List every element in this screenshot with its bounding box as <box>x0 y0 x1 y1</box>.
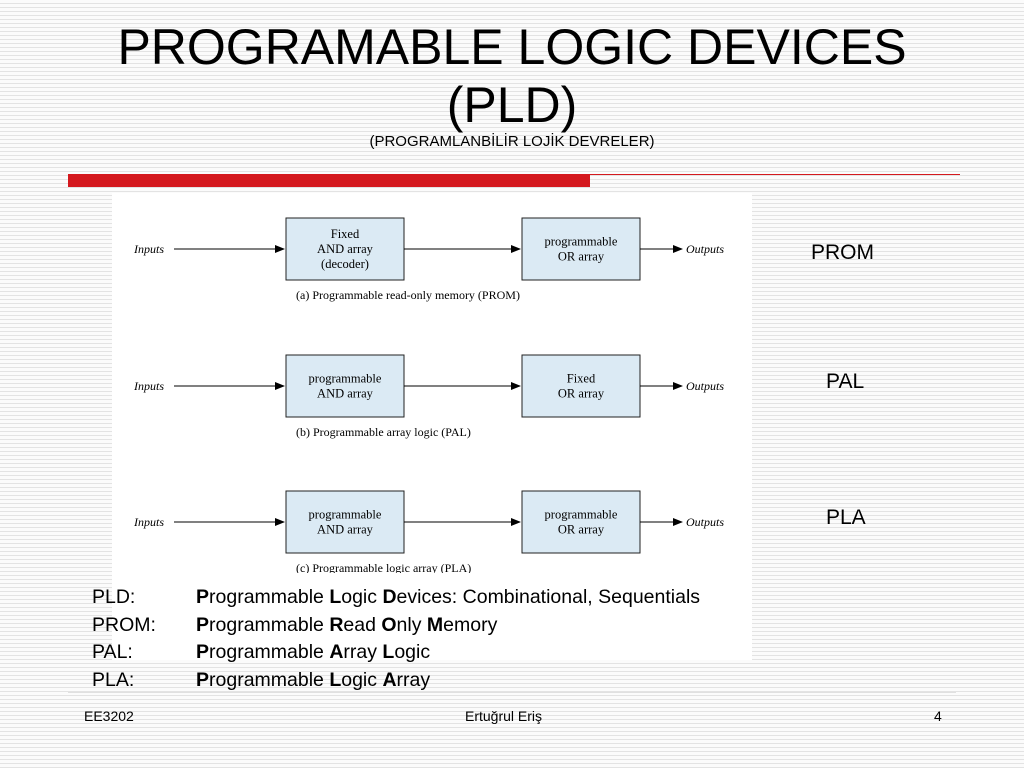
definition-word-rest: ead <box>343 613 382 636</box>
and-array-box-prom <box>285 217 405 281</box>
footer-divider <box>68 692 956 693</box>
definition-word-rest: rogrammable <box>209 668 330 691</box>
outputs-label-prom: Outputs <box>686 242 724 256</box>
definition-expansion: Programmable Logic Array <box>196 667 430 695</box>
or-array-box-pla <box>521 490 641 554</box>
side-label-prom: PROM <box>811 241 874 264</box>
and-box-text-pal: AND array <box>317 387 374 401</box>
footer-course: EE3202 <box>84 708 134 724</box>
definition-initial-letter: P <box>196 641 210 663</box>
definition-word-rest: rray <box>343 641 383 663</box>
outputs-label-pla: Outputs <box>686 515 724 529</box>
slide-subtitle: (PROGRAMLANBİLİR LOJİK DEVRELER) <box>369 133 655 150</box>
definition-initial-letter: P <box>196 613 210 636</box>
definition-acronym: PLD: <box>92 586 136 608</box>
definition-acronym: PROM: <box>92 613 156 636</box>
definition-word-rest: nly <box>396 613 427 636</box>
definition-row: PAL: Programmable Array Logic <box>92 639 812 667</box>
diagram-caption-pal: (b) Programmable array logic (PAL) <box>296 425 471 439</box>
definition-word-rest: evices: Combinational, Sequentials <box>396 586 701 608</box>
and-box-text-prom: Fixed <box>331 227 360 241</box>
side-label-pla: PLA <box>826 506 866 529</box>
acronym-definitions: PLD: Programmable Logic Devices: Combinat… <box>92 584 812 694</box>
slide-title-block: PROGRAMABLE LOGIC DEVICES (PLD) (PROGRAM… <box>0 18 1024 152</box>
and-box-text-prom: (decoder) <box>321 257 369 271</box>
and-box-text-pal: programmable <box>309 372 382 386</box>
definition-initial-letter: L <box>329 586 342 608</box>
definition-initial-letter: D <box>382 586 397 608</box>
title-accent-rule <box>68 174 590 187</box>
definition-initial-letter: M <box>426 613 444 636</box>
inputs-label-pla: Inputs <box>133 515 164 529</box>
outputs-label-pal: Outputs <box>686 379 724 393</box>
footer-page-number: 4 <box>934 708 942 724</box>
or-box-text-pal: Fixed <box>567 372 596 386</box>
definition-expansion: Programmable Array Logic <box>196 639 430 667</box>
definition-word-rest: emory <box>443 613 498 636</box>
or-box-text-prom: programmable <box>545 235 618 249</box>
definition-acronym: PLA: <box>92 668 135 691</box>
definition-acronym: PAL: <box>92 641 133 663</box>
definition-expansion: Programmable Logic Devices: Combinationa… <box>196 584 700 612</box>
definition-row: PLD: Programmable Logic Devices: Combinat… <box>92 584 812 612</box>
definition-word-rest: ogic <box>341 586 383 608</box>
and-array-box-pal <box>285 354 405 418</box>
side-label-pal: PAL <box>826 370 865 393</box>
inputs-label-pal: Inputs <box>133 379 164 393</box>
diagram-caption-pla: (c) Programmable logic array (PLA) <box>296 561 471 573</box>
inputs-label-prom: Inputs <box>133 242 164 256</box>
definition-word-rest: rogrammable <box>209 641 330 663</box>
and-box-text-pla: AND array <box>317 523 374 537</box>
definition-word-rest: rogrammable <box>209 613 330 636</box>
or-array-box-pal <box>521 354 641 418</box>
definition-expansion: Programmable Read Only Memory <box>196 612 497 640</box>
or-box-text-prom: OR array <box>558 250 605 264</box>
definition-word-rest: rray <box>396 668 431 691</box>
definition-row: PROM: Programmable Read Only Memory <box>92 612 812 640</box>
footer-author: Ertuğrul Eriş <box>465 708 543 724</box>
and-box-text-pla: programmable <box>309 508 382 522</box>
definition-initial-letter: A <box>329 641 344 663</box>
definition-initial-letter: A <box>382 668 397 691</box>
or-array-box-prom <box>521 217 641 281</box>
definition-initial-letter: L <box>329 668 342 691</box>
definition-initial-letter: R <box>329 613 344 636</box>
and-box-text-prom: AND array <box>317 242 374 256</box>
or-box-text-pla: programmable <box>545 508 618 522</box>
and-array-box-pla <box>285 490 405 554</box>
definition-word-rest: ogic <box>394 641 431 663</box>
definition-initial-letter: O <box>381 613 397 636</box>
definition-word-rest: ogic <box>341 668 383 691</box>
or-box-text-pla: OR array <box>558 523 605 537</box>
definition-initial-letter: L <box>382 641 395 663</box>
slide-title: PROGRAMABLE LOGIC DEVICES <box>117 19 907 75</box>
definition-initial-letter: P <box>196 668 210 691</box>
title-accent-rule-thin <box>590 174 960 175</box>
definition-word-rest: rogrammable <box>209 586 330 608</box>
diagram-caption-prom: (a) Programmable read-only memory (PROM) <box>296 288 520 302</box>
definition-initial-letter: P <box>196 586 210 608</box>
or-box-text-pal: OR array <box>558 387 605 401</box>
definition-row: PLA: Programmable Logic Array <box>92 667 812 695</box>
slide-title-abbrev: (PLD) <box>446 77 578 133</box>
